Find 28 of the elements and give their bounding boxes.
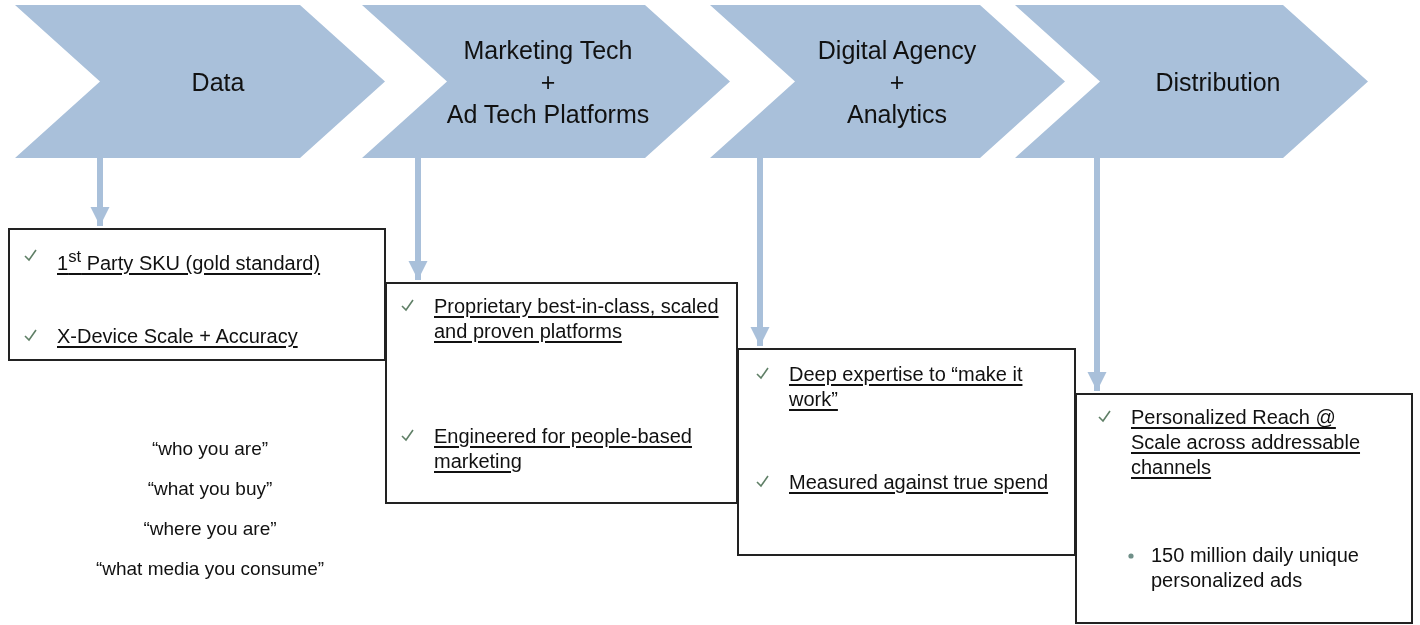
step-title: Ad Tech Platforms bbox=[446, 98, 650, 130]
text-box bbox=[8, 228, 386, 361]
item-text: X-Device Scale + Accuracy bbox=[57, 324, 298, 349]
item-text: Personalized Reach @ Scale across addressable channels bbox=[1131, 405, 1361, 480]
quote-text: “what media you consume” bbox=[94, 558, 326, 580]
item-text: Deep expertise to “make it work” bbox=[789, 362, 1024, 412]
item-text: Measured against true spend bbox=[789, 470, 1050, 495]
quote-text: “who you are” bbox=[150, 438, 270, 460]
step-title: Digital Agency bbox=[817, 34, 977, 66]
item-text: 1$^{st}$ Party SKU (gold standard) bbox=[57, 246, 321, 276]
step-title: Distribution bbox=[1155, 66, 1281, 98]
step-title: Data bbox=[191, 66, 245, 98]
item-text: Proprietary best-in-class, scaled and proven platforms bbox=[434, 294, 720, 344]
item-text: 150 million daily unique personalized ads bbox=[1151, 543, 1360, 593]
step-title: Analytics bbox=[846, 98, 947, 130]
plus-sign: + bbox=[540, 66, 556, 98]
quote-text: “where you are” bbox=[142, 518, 278, 540]
text-box bbox=[1075, 393, 1413, 624]
arrow bbox=[90, 158, 110, 226]
text-box bbox=[385, 282, 738, 504]
step-title: Marketing Tech bbox=[463, 34, 633, 66]
item-text: Engineered for people-based marketing bbox=[434, 424, 693, 474]
plus-sign: + bbox=[889, 66, 905, 98]
text-box bbox=[737, 348, 1076, 556]
arrow bbox=[750, 158, 770, 346]
arrow bbox=[408, 158, 428, 280]
quote-text: “what you buy” bbox=[146, 478, 274, 500]
arrow bbox=[1087, 158, 1107, 391]
